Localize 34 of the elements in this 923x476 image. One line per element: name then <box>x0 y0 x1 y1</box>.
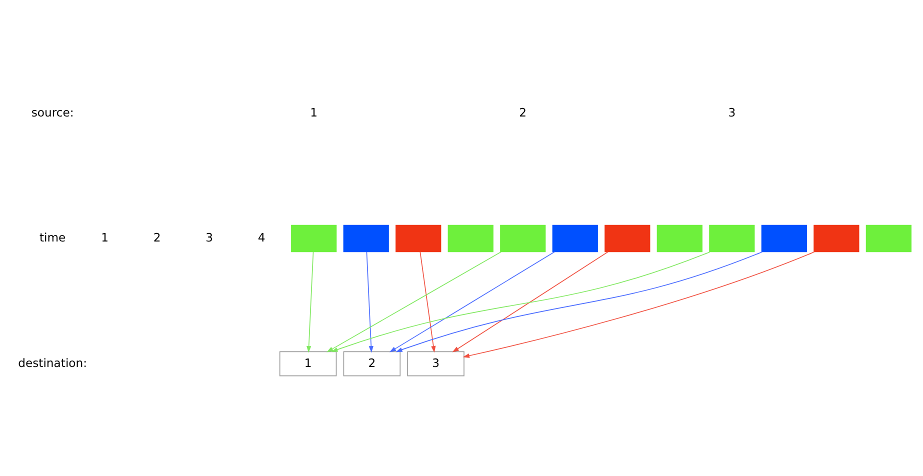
node-box <box>761 224 807 252</box>
label: source: <box>31 104 74 119</box>
label: 1 <box>310 104 318 119</box>
node-box <box>709 224 755 252</box>
label: destination: <box>18 355 88 370</box>
label: 3 <box>728 104 736 119</box>
node-box <box>343 224 389 252</box>
node-box <box>396 224 442 252</box>
label: 1 <box>101 230 109 244</box>
node-box <box>448 224 494 252</box>
label: 3 <box>206 230 214 244</box>
arrow <box>331 250 710 352</box>
arrow <box>306 250 314 352</box>
arrow <box>366 250 374 352</box>
node-box <box>814 224 860 252</box>
arrow <box>396 250 763 352</box>
arrow <box>389 250 555 352</box>
node-box <box>291 224 337 252</box>
label: 2 <box>519 104 527 119</box>
node-box <box>604 224 650 252</box>
node-box: 3 <box>407 350 464 376</box>
label: time <box>39 230 66 244</box>
node-box <box>866 224 912 252</box>
label: 2 <box>153 230 161 244</box>
node-box: 1 <box>279 350 337 376</box>
node-box <box>500 224 546 252</box>
arrow <box>420 250 436 352</box>
label: 4 <box>258 230 266 244</box>
arrow <box>452 250 608 352</box>
node-box <box>552 224 598 252</box>
arrow <box>462 250 815 358</box>
node-box: 2 <box>343 350 401 376</box>
arrow <box>326 250 502 352</box>
node-box <box>656 224 702 252</box>
